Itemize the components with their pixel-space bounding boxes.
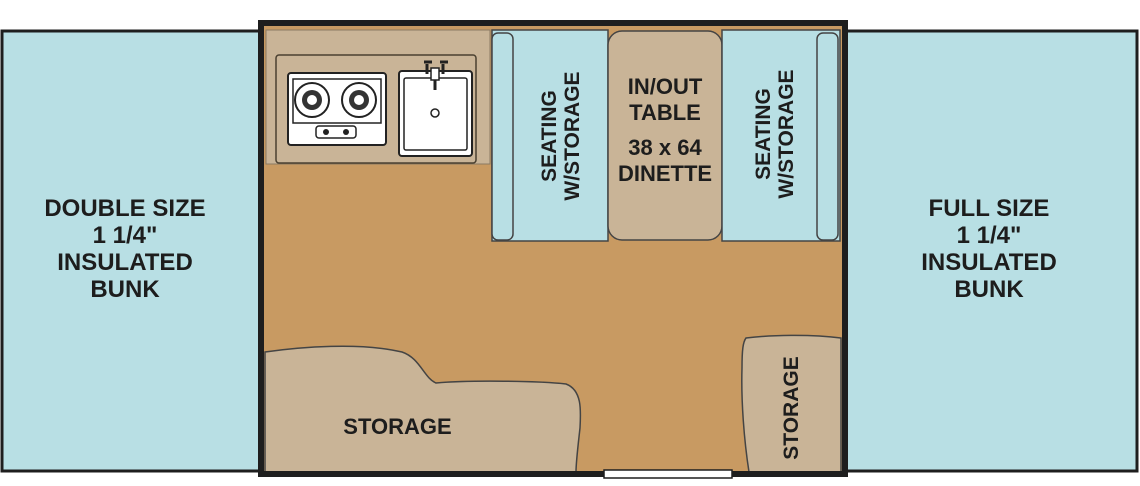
seating-right-label: SEATING W/STORAGE: [752, 64, 800, 204]
table-line-4: DINETTE: [617, 161, 713, 187]
seating-left-label: SEATING W/STORAGE: [538, 66, 586, 206]
left-bunk-line-4: BUNK: [90, 275, 160, 303]
storage-left-cabinet: [264, 345, 582, 473]
storage-left-label: STORAGE: [343, 414, 452, 439]
seating-left-line-2: W/STORAGE: [561, 71, 585, 201]
left-bunk-label: DOUBLE SIZE 1 1/4" INSULATED BUNK: [25, 195, 225, 304]
right-bunk-line-3: INSULATED: [921, 248, 1057, 276]
table-line-3: 38 x 64: [628, 134, 702, 160]
right-bunk-line-1: FULL SIZE: [928, 195, 1050, 222]
seating-right-line-1: SEATING: [752, 88, 775, 180]
seating-left-line-1: SEATING: [538, 90, 561, 182]
entry-door: [603, 469, 733, 479]
stove-icon: [287, 72, 387, 146]
left-bunk-line-3: INSULATED: [57, 248, 193, 276]
right-bunk: [843, 29, 1139, 473]
seating-right-line-2: W/STORAGE: [775, 69, 799, 199]
left-bunk: [0, 29, 262, 473]
storage-right-cabinet: [741, 334, 842, 473]
camper-walls: [258, 20, 848, 477]
left-bunk-line-1: DOUBLE SIZE: [44, 195, 206, 222]
left-bunk-line-2: 1 1/4": [92, 221, 158, 249]
right-bunk-label: FULL SIZE 1 1/4" INSULATED BUNK: [889, 195, 1089, 304]
sink-icon: [398, 60, 473, 157]
storage-right-label: STORAGE: [780, 356, 803, 460]
dinette-left-backrest: [491, 32, 514, 241]
table-label: IN/OUT TABLE 38 x 64 DINETTE: [608, 74, 722, 188]
table-line-1: IN/OUT: [627, 74, 703, 99]
right-bunk-line-2: 1 1/4": [956, 221, 1022, 249]
right-bunk-line-4: BUNK: [954, 275, 1024, 303]
table-line-2: TABLE: [629, 100, 701, 126]
dinette-right-backrest: [816, 32, 839, 241]
